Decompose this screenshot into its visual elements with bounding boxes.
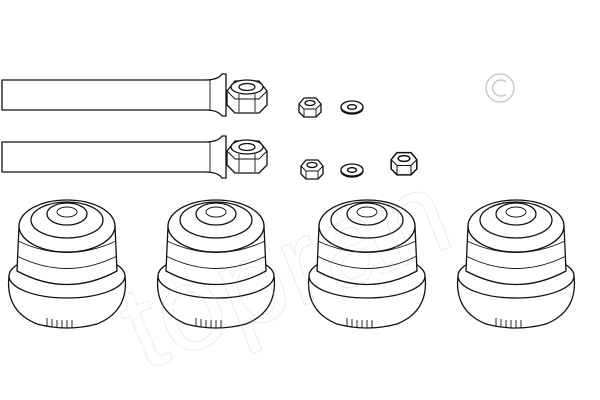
small-nut-2	[300, 159, 324, 180]
bushing-4	[456, 199, 576, 329]
bushing-1	[7, 199, 127, 329]
svg-text:topran: topran	[102, 144, 468, 396]
pin-2	[1, 135, 227, 179]
large-nut-1	[226, 79, 268, 114]
washer-1	[340, 100, 364, 115]
pin-1	[1, 73, 227, 117]
large-nut-2	[226, 139, 268, 174]
small-nut-1	[298, 97, 322, 118]
brand-watermark-logo: topran	[102, 73, 515, 396]
